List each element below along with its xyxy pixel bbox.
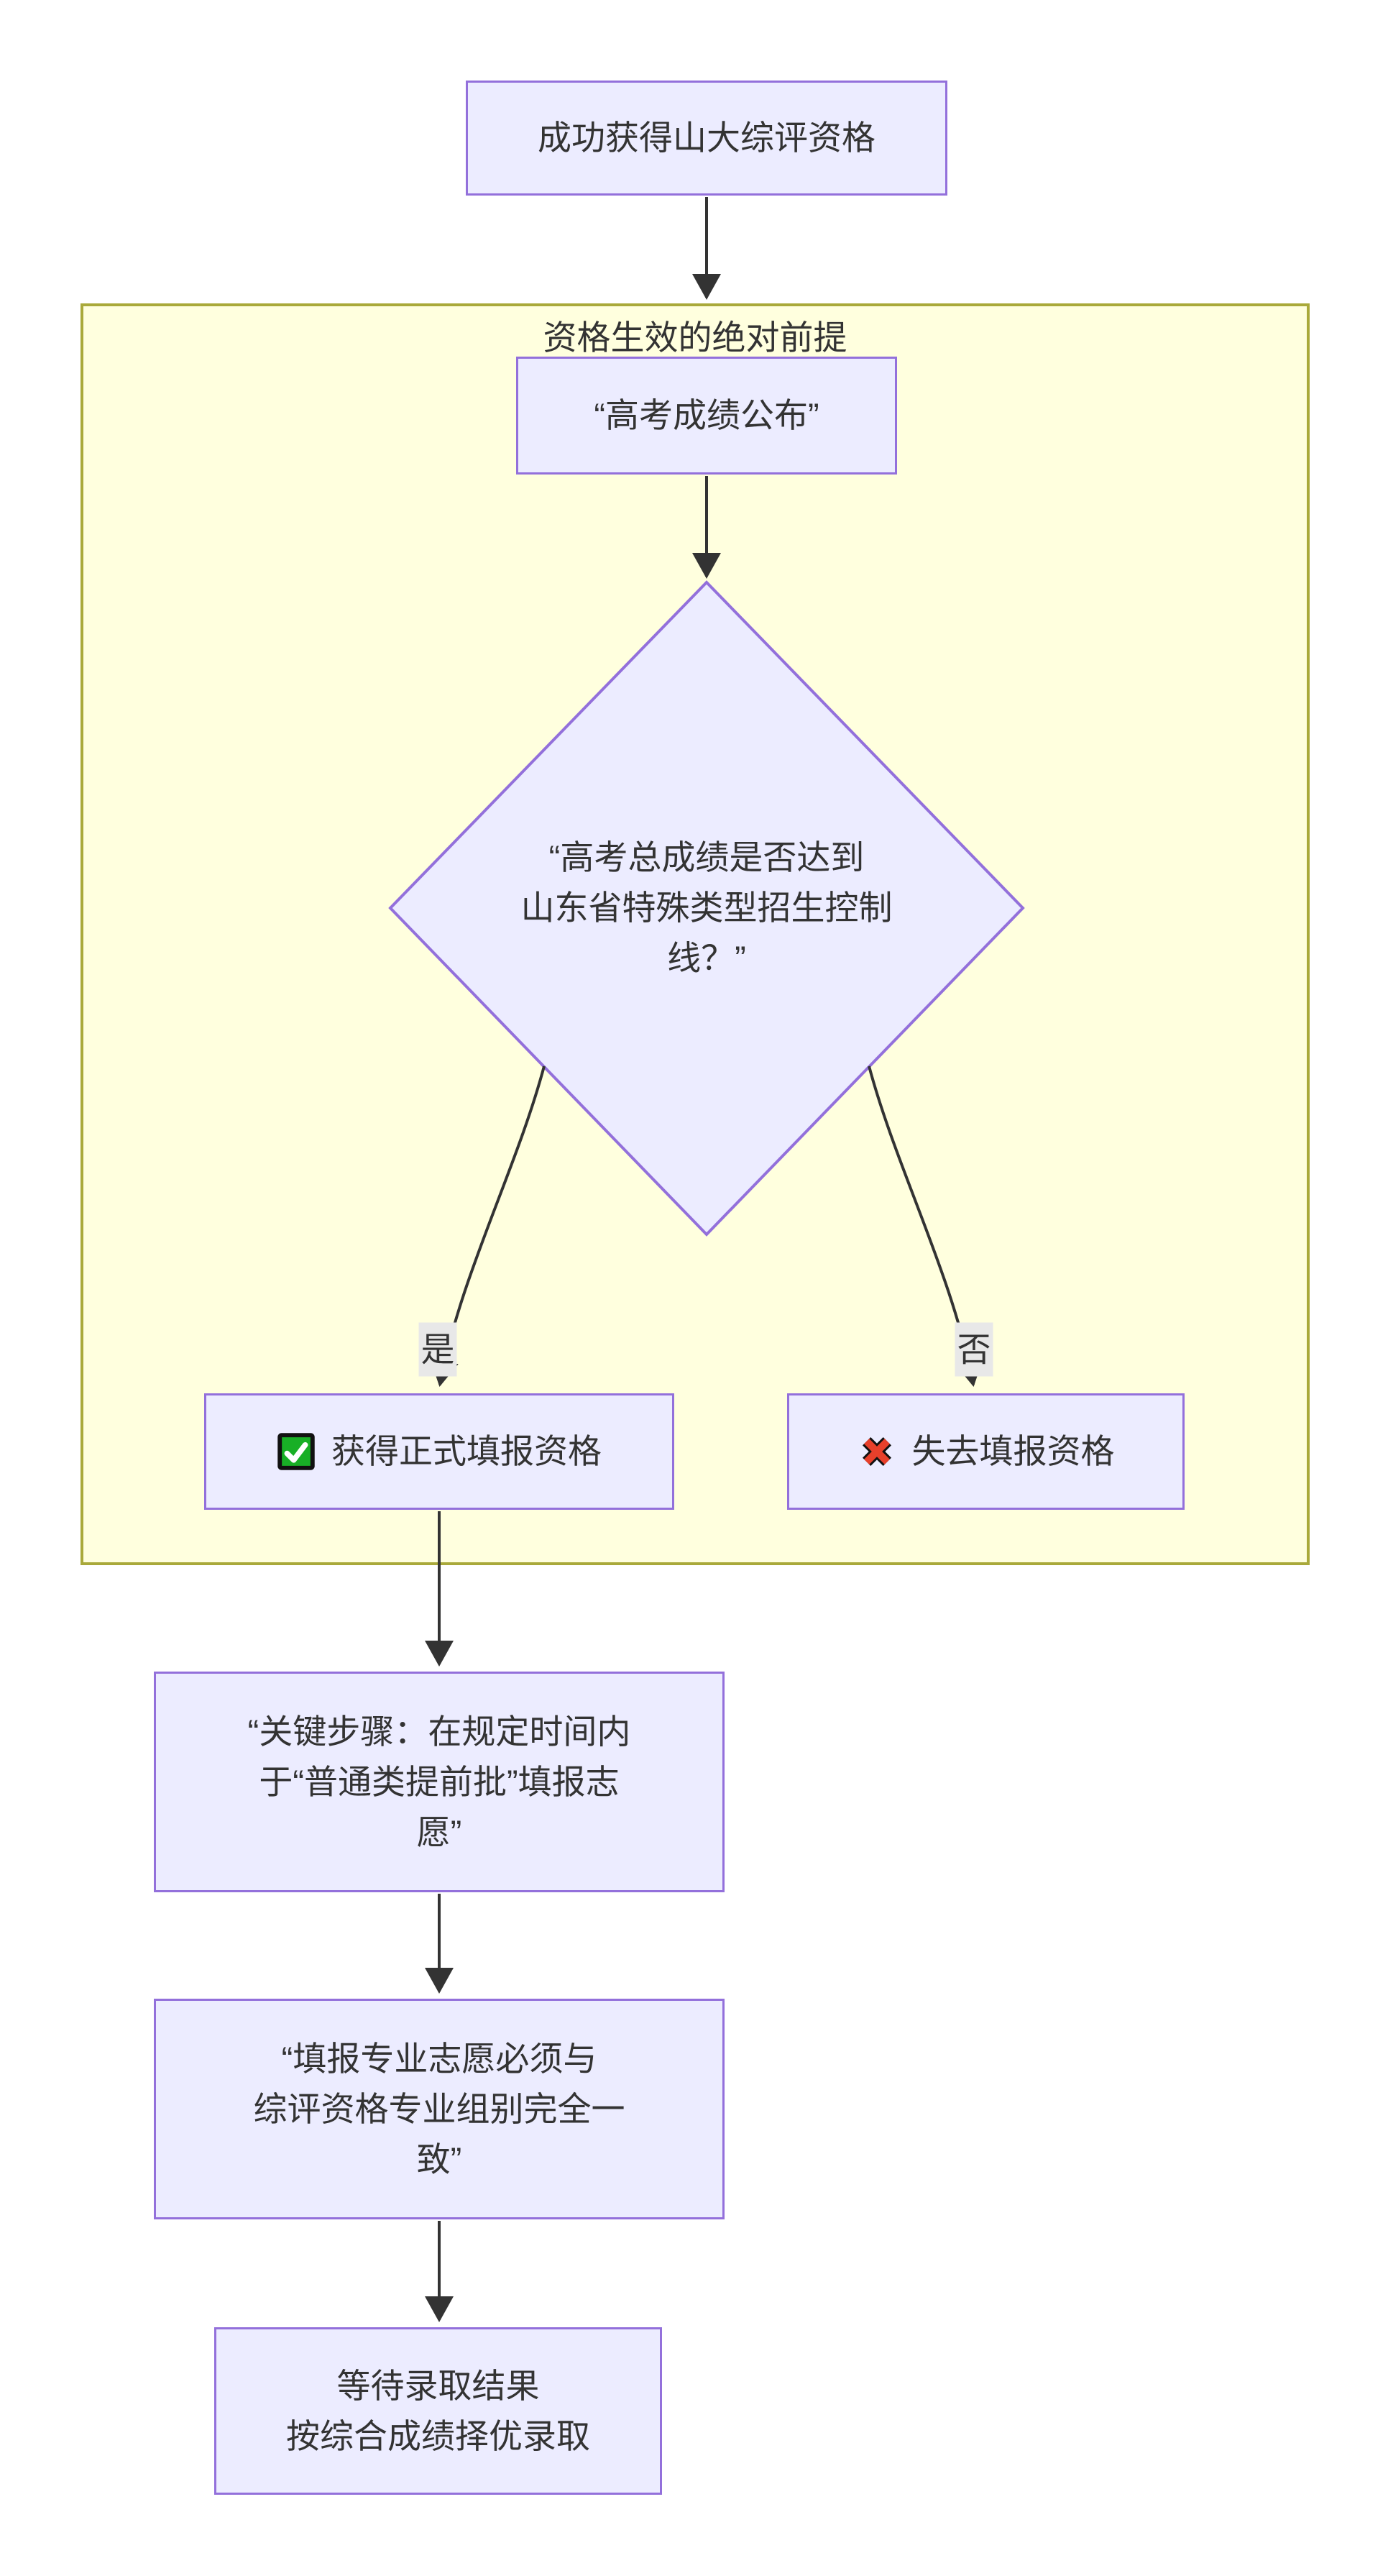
node-major-match: “填报专业志愿必须与 综评资格专业组别完全一 致” bbox=[154, 1999, 725, 2219]
node-score-release: “高考成绩公布” bbox=[516, 357, 897, 475]
edge-label-no: 否 bbox=[955, 1322, 993, 1377]
node-disqualified: 失去填报资格 bbox=[787, 1393, 1185, 1510]
decision-diamond-shape bbox=[388, 580, 1025, 1237]
node-key-step: “关键步骤：在规定时间内 于“普通类提前批”填报志 愿” bbox=[154, 1672, 725, 1892]
node-decision-text: “高考总成绩是否达到 山东省特殊类型招生控制 线？” bbox=[520, 838, 893, 977]
node-qualified-label: 获得正式填报资格 bbox=[331, 1432, 602, 1470]
edge-label-yes: 是 bbox=[418, 1322, 457, 1377]
node-disqualified-label: 失去填报资格 bbox=[911, 1432, 1115, 1470]
cluster-label: 资格生效的绝对前提 bbox=[543, 318, 847, 357]
node-qualified: 获得正式填报资格 bbox=[204, 1393, 674, 1510]
node-start: 成功获得山大综评资格 bbox=[466, 81, 947, 196]
cross-mark-icon bbox=[862, 1436, 891, 1467]
check-mark-icon bbox=[277, 1433, 315, 1470]
node-final-result: 等待录取结果 按综合成绩择优录取 bbox=[214, 2327, 662, 2495]
